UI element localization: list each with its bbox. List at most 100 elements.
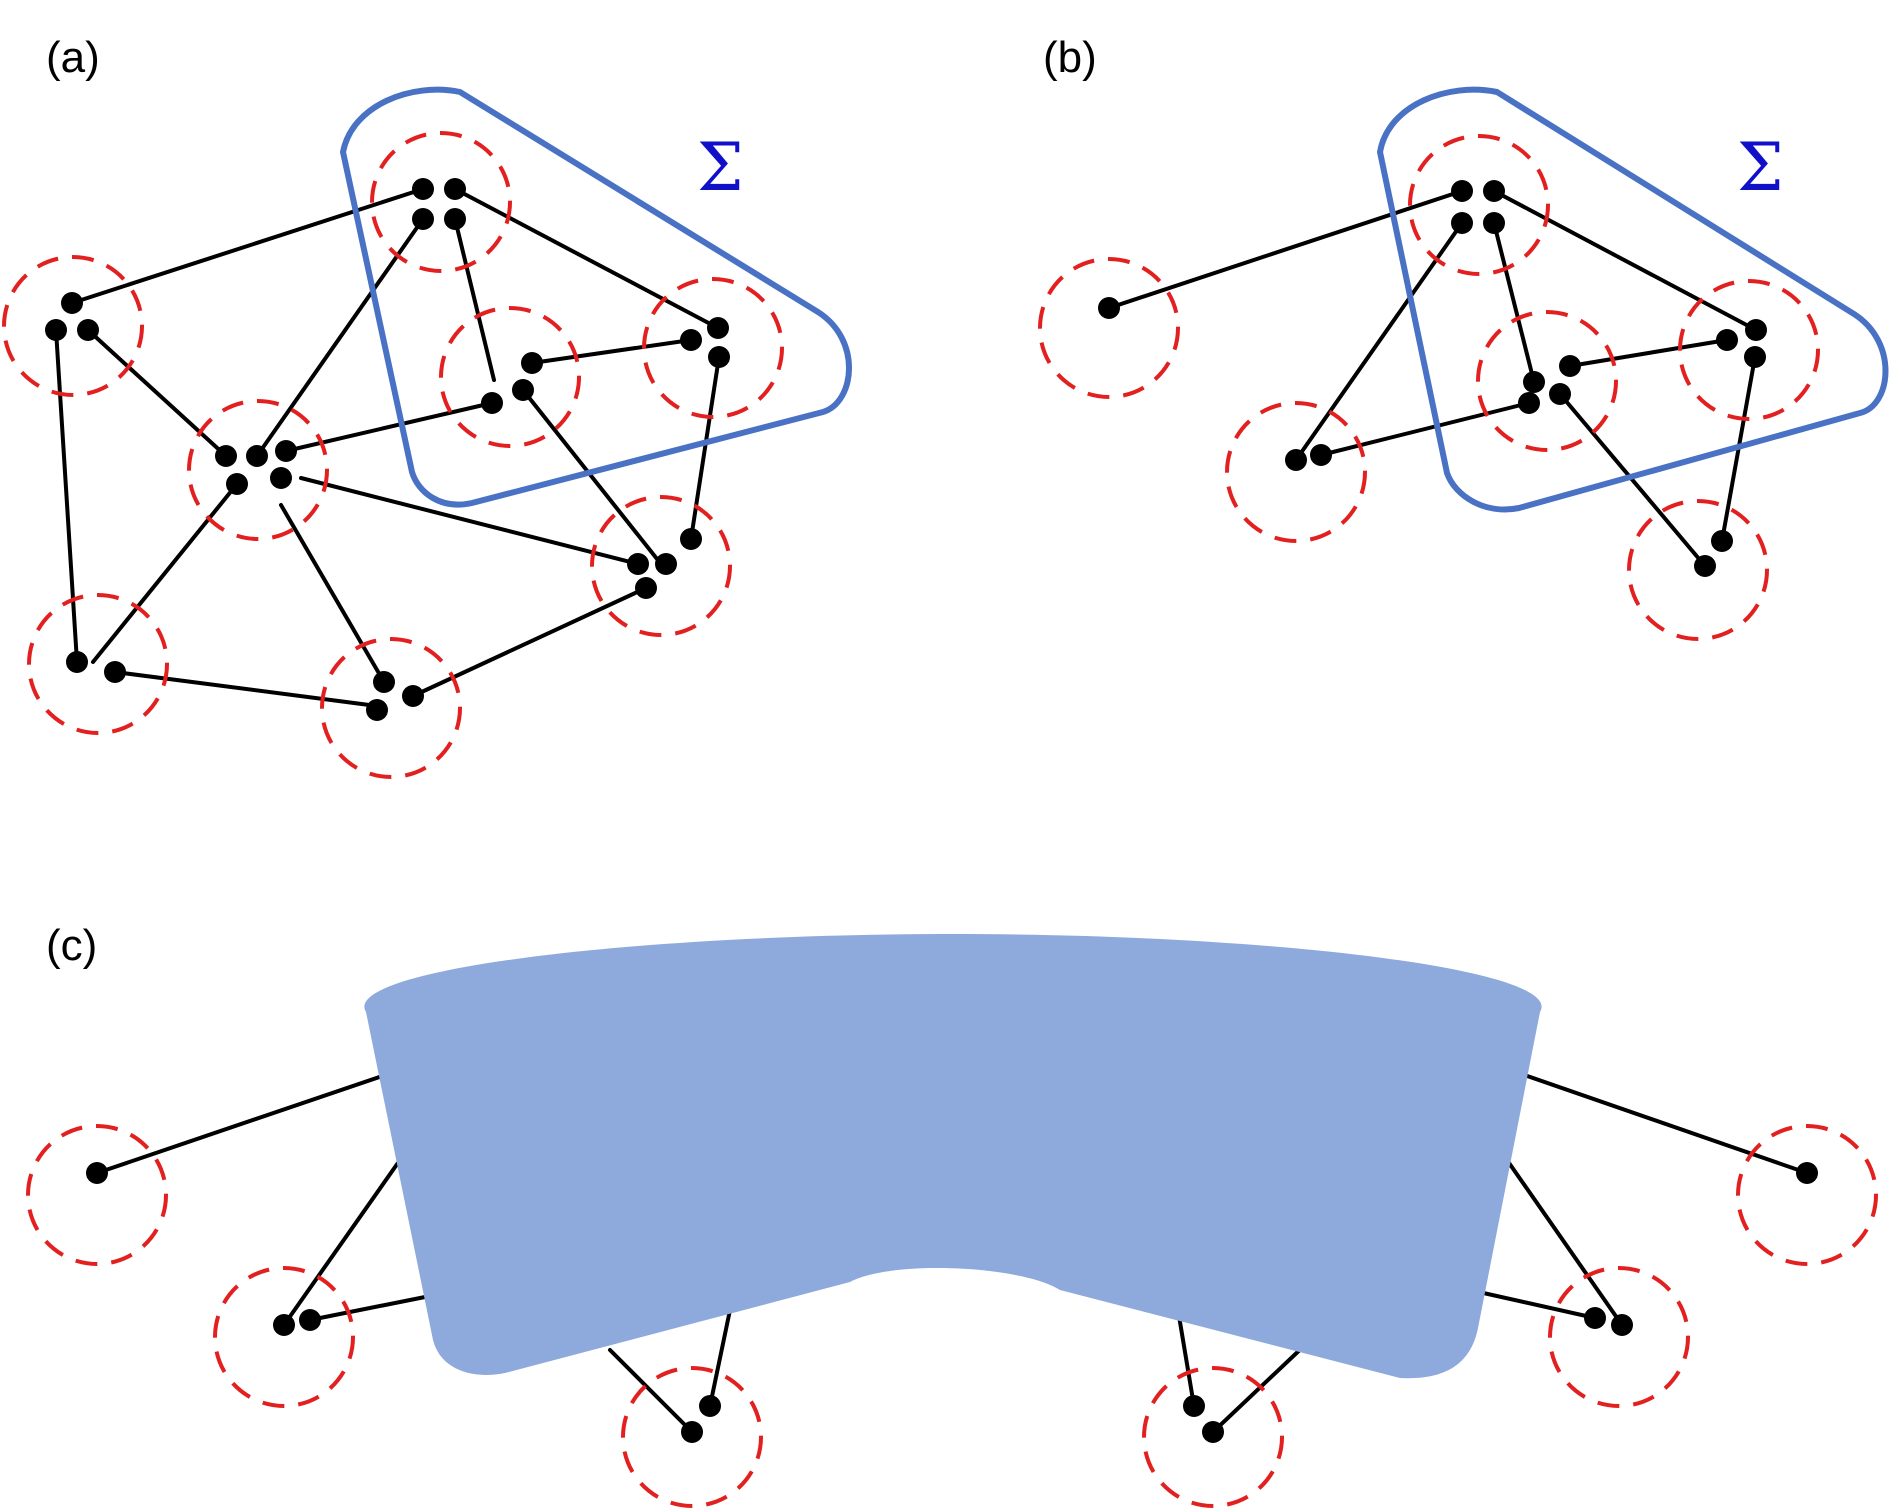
node bbox=[481, 392, 503, 414]
node bbox=[275, 440, 297, 462]
edge bbox=[1492, 189, 1758, 332]
sigma-label: Σ bbox=[697, 129, 744, 206]
edge bbox=[308, 1294, 432, 1322]
node bbox=[444, 208, 466, 230]
panel-b: (b) Σ bbox=[1038, 33, 1889, 641]
edge bbox=[279, 503, 386, 684]
edge bbox=[282, 1158, 402, 1327]
node bbox=[1183, 1395, 1205, 1417]
node bbox=[708, 346, 730, 368]
edge bbox=[453, 217, 496, 382]
node bbox=[1711, 530, 1733, 552]
node bbox=[299, 1309, 321, 1331]
ring bbox=[1038, 257, 1180, 399]
node bbox=[699, 1395, 721, 1417]
edge bbox=[1176, 1308, 1196, 1408]
panel-a-edges bbox=[54, 187, 721, 708]
edge bbox=[95, 1068, 402, 1175]
node bbox=[1451, 212, 1473, 234]
edge bbox=[54, 328, 79, 664]
edge bbox=[1294, 221, 1464, 462]
edge bbox=[1508, 1068, 1809, 1175]
edge bbox=[1107, 189, 1464, 310]
node bbox=[226, 473, 248, 495]
panel-c-rings bbox=[26, 1124, 1878, 1508]
ring bbox=[1736, 1124, 1878, 1266]
node bbox=[1202, 1421, 1224, 1443]
ring bbox=[1225, 401, 1367, 543]
node bbox=[1745, 319, 1767, 341]
edge bbox=[255, 217, 425, 458]
node bbox=[1310, 444, 1332, 466]
edge bbox=[608, 1348, 694, 1434]
ring bbox=[1476, 310, 1618, 452]
node bbox=[444, 178, 466, 200]
node bbox=[246, 445, 268, 467]
edge bbox=[1498, 1148, 1624, 1327]
panel-c-edges bbox=[95, 1068, 1809, 1434]
panel-b-label: (b) bbox=[1043, 33, 1097, 82]
node bbox=[45, 319, 67, 341]
node bbox=[1483, 180, 1505, 202]
node bbox=[373, 671, 395, 693]
panel-c-nodes bbox=[86, 1162, 1818, 1443]
node bbox=[1694, 555, 1716, 577]
node bbox=[412, 178, 434, 200]
edge bbox=[70, 187, 425, 305]
panel-c: (c) bbox=[26, 921, 1878, 1508]
node bbox=[273, 1314, 295, 1336]
ring bbox=[1142, 1366, 1284, 1508]
ring bbox=[621, 1366, 763, 1508]
node bbox=[655, 553, 677, 575]
node bbox=[1716, 329, 1738, 351]
node bbox=[1451, 180, 1473, 202]
node bbox=[1518, 392, 1540, 414]
edge bbox=[1211, 1343, 1307, 1434]
panel-a-label: (a) bbox=[46, 33, 100, 82]
ring bbox=[2, 255, 144, 397]
collapsed-sigma-region bbox=[364, 934, 1542, 1379]
panel-a-nodes bbox=[45, 178, 730, 721]
node bbox=[1584, 1307, 1606, 1329]
node bbox=[61, 292, 83, 314]
sigma-boundary bbox=[1377, 86, 1889, 513]
sigma-label: Σ bbox=[1737, 129, 1784, 206]
ring bbox=[439, 306, 581, 448]
edge bbox=[1492, 221, 1536, 384]
edge bbox=[86, 328, 228, 458]
node bbox=[77, 319, 99, 341]
node bbox=[402, 685, 424, 707]
node bbox=[86, 1162, 108, 1184]
panel-b-nodes bbox=[1098, 180, 1767, 577]
panel-b-edges bbox=[1107, 189, 1758, 568]
panel-b-rings bbox=[1038, 134, 1820, 641]
edge bbox=[1568, 338, 1729, 368]
node bbox=[270, 467, 292, 489]
edge bbox=[521, 388, 663, 566]
ring bbox=[1408, 134, 1550, 276]
edge bbox=[708, 1308, 732, 1408]
edge bbox=[530, 338, 693, 365]
ring bbox=[187, 399, 329, 541]
edge bbox=[453, 187, 720, 330]
node bbox=[1796, 1162, 1818, 1184]
node bbox=[1549, 383, 1571, 405]
panel-a-rings bbox=[2, 131, 784, 779]
node bbox=[66, 651, 88, 673]
ring bbox=[1627, 499, 1769, 641]
panel-c-label: (c) bbox=[46, 921, 97, 970]
node bbox=[215, 445, 237, 467]
node bbox=[366, 699, 388, 721]
edge bbox=[1319, 401, 1531, 457]
node bbox=[1285, 449, 1307, 471]
edge bbox=[1468, 1288, 1597, 1320]
ring bbox=[26, 1124, 168, 1266]
panel-a: (a) Σ bbox=[2, 33, 852, 779]
node bbox=[521, 352, 543, 374]
edge bbox=[1558, 392, 1707, 568]
ring bbox=[27, 593, 169, 735]
node bbox=[1559, 355, 1581, 377]
node bbox=[627, 553, 649, 575]
ring bbox=[320, 637, 462, 779]
